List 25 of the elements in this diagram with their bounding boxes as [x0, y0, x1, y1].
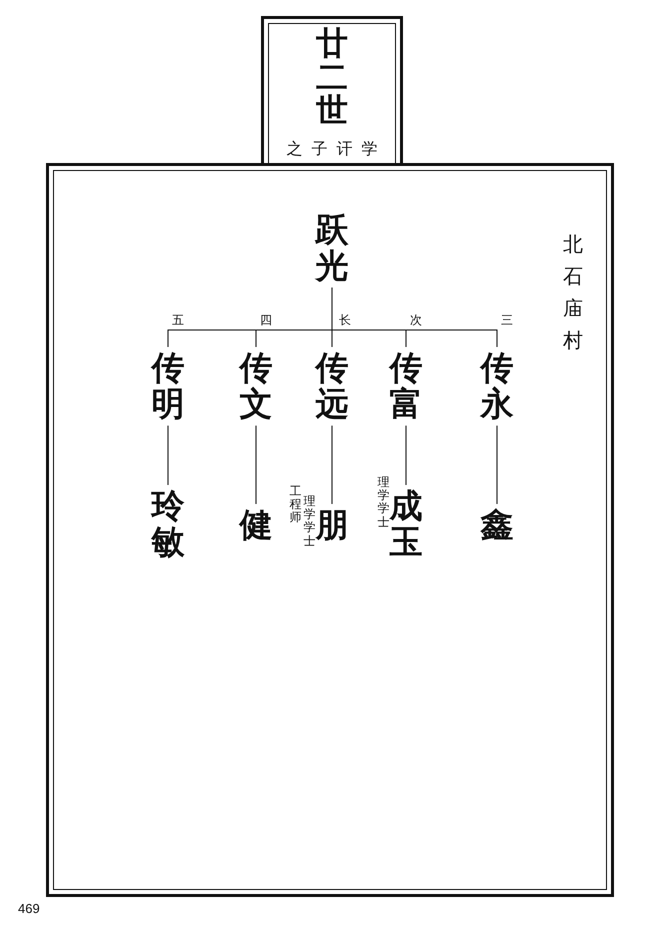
person-name: 跃光: [316, 212, 348, 285]
person-name: 鑫: [480, 507, 514, 544]
page-number: 469: [18, 901, 40, 916]
generation-title: 廿二世: [316, 27, 348, 128]
person-name: 传永: [480, 350, 514, 423]
birth-order-label: 次: [410, 314, 422, 326]
person-name: 健: [240, 507, 272, 544]
person-name: 传富: [390, 350, 422, 423]
person-name: 成玉: [390, 488, 422, 561]
birth-order-label: 五: [172, 314, 184, 326]
person-name: 传文: [240, 350, 272, 423]
person-note: 理学学士: [304, 495, 316, 548]
person-note: 理学学士: [378, 476, 390, 529]
title-subtext: 之子讦学: [286, 139, 388, 160]
person-name: 朋: [316, 507, 348, 544]
birth-order-label: 四: [260, 314, 272, 326]
birth-order-label: 三: [501, 314, 513, 326]
person-note: 工程师: [290, 485, 302, 525]
person-name: 传明: [152, 350, 184, 423]
village-name: 北石庙村: [563, 231, 583, 354]
tree-line: [496, 425, 498, 504]
person-name: 玲敏: [152, 488, 184, 561]
tree-line: [332, 287, 498, 348]
person-name: 传远: [316, 350, 348, 423]
birth-order-label: 长: [339, 314, 351, 326]
